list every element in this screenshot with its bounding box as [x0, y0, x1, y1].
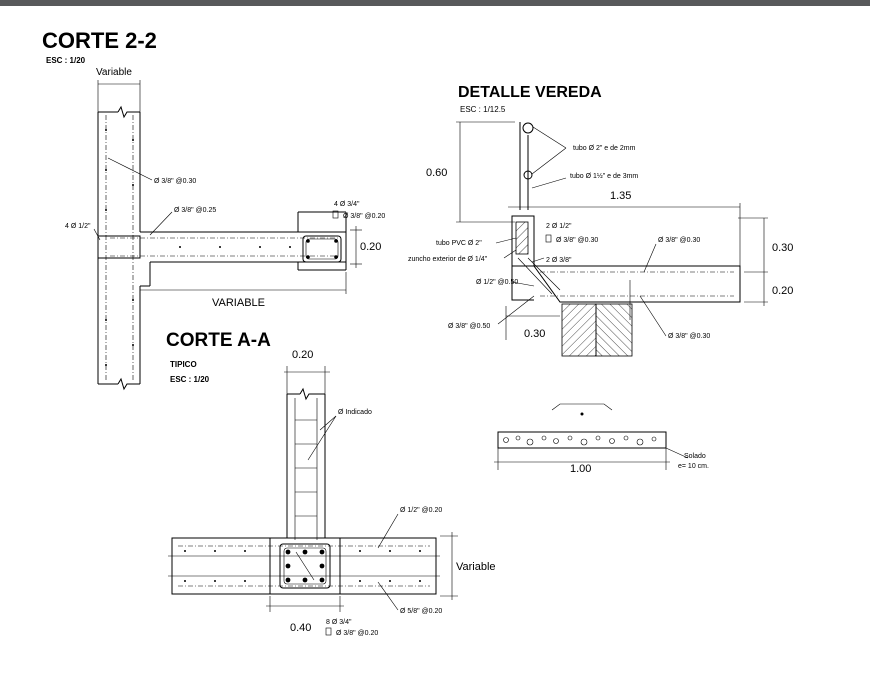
- solado-detail: 1.00 Solado e= 10 cm.: [494, 403, 709, 475]
- vereda-bar-38-030-b: Ø 3/8" @0.30: [668, 333, 710, 340]
- corteaa-indicado: Ø Indicado: [338, 409, 372, 416]
- vereda-dim-135: 1.35: [610, 190, 631, 202]
- detalle-vereda: DETALLE VEREDA ESC : 1/12.5 tubo Ø 2" e …: [408, 84, 793, 357]
- corteaa-dim-top: 0.20: [292, 349, 313, 361]
- leader: [531, 177, 567, 189]
- corte22-bars-beam: 4 Ø 3/4": [334, 201, 360, 208]
- vereda-bar-12-050: Ø 1/2" @0.50: [476, 279, 518, 286]
- tube-2in: [522, 122, 534, 134]
- corte-a-a: CORTE A-A TIPICO ESC : 1/20 0.20: [166, 330, 496, 637]
- corte22-bars-left: 4 Ø 1/2": [65, 223, 91, 230]
- vereda-tubo2: tubo Ø 1½" e de 3mm: [570, 172, 638, 180]
- leader: [377, 513, 399, 549]
- curb: [511, 215, 535, 267]
- joint-box: [97, 235, 141, 259]
- corte22-scale: ESC : 1/20: [46, 56, 86, 65]
- leader: [93, 228, 101, 241]
- vereda-slab: [533, 265, 741, 303]
- break-symbol: [299, 387, 325, 401]
- vereda-scale: ESC : 1/12.5: [460, 105, 506, 114]
- curb-rebar: [527, 257, 561, 291]
- vereda-tubo1: tubo Ø 2" e de 2mm: [573, 145, 636, 152]
- curb-rebar: [517, 257, 553, 295]
- vereda-bars-2-38: 2 Ø 3/8": [546, 257, 572, 264]
- leader: [497, 295, 535, 325]
- tube-1-5in: [523, 170, 533, 180]
- vereda-dim-020-right: 0.20: [772, 285, 793, 297]
- wall-ties: [295, 419, 317, 517]
- vereda-dim-030-right: 0.30: [772, 242, 793, 254]
- corte22-stirrup-beam: Ø 3/8" @0.20: [343, 213, 385, 220]
- leader: [643, 243, 657, 273]
- corte22-bar-col: Ø 3/8" @0.30: [154, 178, 196, 185]
- corteaa-title: CORTE A-A: [166, 330, 271, 351]
- vereda-tubo-pvc: tubo PVC Ø 2": [436, 240, 482, 247]
- leader: [149, 211, 173, 236]
- aggregate: [503, 435, 657, 446]
- corte22-dim-020: 0.20: [360, 241, 381, 253]
- corteaa-bar-bottom: Ø 5/8" @0.20: [400, 608, 442, 615]
- corte22-variable-top: Variable: [96, 67, 132, 78]
- leader: [665, 447, 689, 459]
- beam-stirrup: [302, 235, 342, 263]
- break-symbol: [117, 105, 140, 119]
- foundation-hatch: [561, 303, 597, 357]
- solado-cap: [551, 403, 613, 411]
- leader: [532, 126, 567, 149]
- solado-dim-100: 1.00: [570, 463, 591, 475]
- pvc-tube: [515, 221, 529, 255]
- leader: [495, 237, 517, 244]
- solado-thickness: e= 10 cm.: [678, 463, 709, 470]
- leader: [511, 281, 535, 287]
- leader: [377, 581, 399, 611]
- corteaa-subtitle: TIPICO: [170, 360, 197, 369]
- corteaa-scale: ESC : 1/20: [170, 375, 210, 384]
- leader: [319, 415, 337, 431]
- top-bar: [0, 0, 870, 6]
- leader: [307, 415, 337, 461]
- stirrup-symbol: [545, 234, 552, 243]
- corteaa-bar-top: Ø 1/2" @0.20: [400, 507, 442, 514]
- stirrup-symbol: [325, 627, 332, 636]
- column-stirrup-inner: [283, 547, 327, 585]
- column-stirrup: [279, 543, 331, 589]
- foundation-hatch: [595, 303, 633, 357]
- corte-2-2: CORTE 2-2 ESC : 1/20 Variable: [42, 28, 385, 391]
- curb-base: [511, 266, 534, 301]
- column-dots: [105, 129, 291, 366]
- leader: [107, 157, 153, 181]
- stirrup-symbol: [332, 210, 339, 219]
- beam-stirrup: [305, 238, 339, 260]
- corteaa-variable: Variable: [456, 561, 496, 573]
- leader: [639, 295, 667, 337]
- corteaa-dim-bottom: 0.40: [290, 622, 311, 634]
- break-symbol: [117, 377, 140, 391]
- vereda-title: DETALLE VEREDA: [458, 84, 602, 101]
- vereda-zuncho: zuncho exterior de Ø 1/4": [408, 256, 488, 263]
- corte22-title: CORTE 2-2: [42, 28, 157, 53]
- column-box: [269, 537, 341, 595]
- leader: [531, 147, 567, 175]
- corteaa-bars-col: 8 Ø 3/4": [326, 619, 352, 626]
- tie: [295, 551, 315, 581]
- leader: [503, 249, 517, 259]
- vereda-dim-060: 0.60: [426, 167, 447, 179]
- solado-label: Solado: [684, 453, 706, 460]
- vereda-bars-2-12: 2 Ø 1/2": [546, 223, 572, 230]
- vereda-bar-38-050: Ø 3/8" @0.50: [448, 323, 490, 330]
- footing: [171, 537, 437, 595]
- corte22-variable-bottom: VARIABLE: [212, 297, 265, 309]
- vereda-dim-030-bottom: 0.30: [524, 328, 545, 340]
- solado-slab: [497, 431, 667, 449]
- footing-dots: [184, 550, 421, 582]
- leader: [531, 257, 545, 263]
- vereda-stirrup-030: Ø 3/8" @0.30: [556, 237, 598, 244]
- vereda-bar-right: Ø 3/8" @0.30: [658, 237, 700, 244]
- corte22-bar-slab: Ø 3/8" @0.25: [174, 207, 216, 214]
- column-bars: [285, 549, 325, 583]
- corteaa-stirrup: Ø 3/8" @0.20: [336, 630, 378, 637]
